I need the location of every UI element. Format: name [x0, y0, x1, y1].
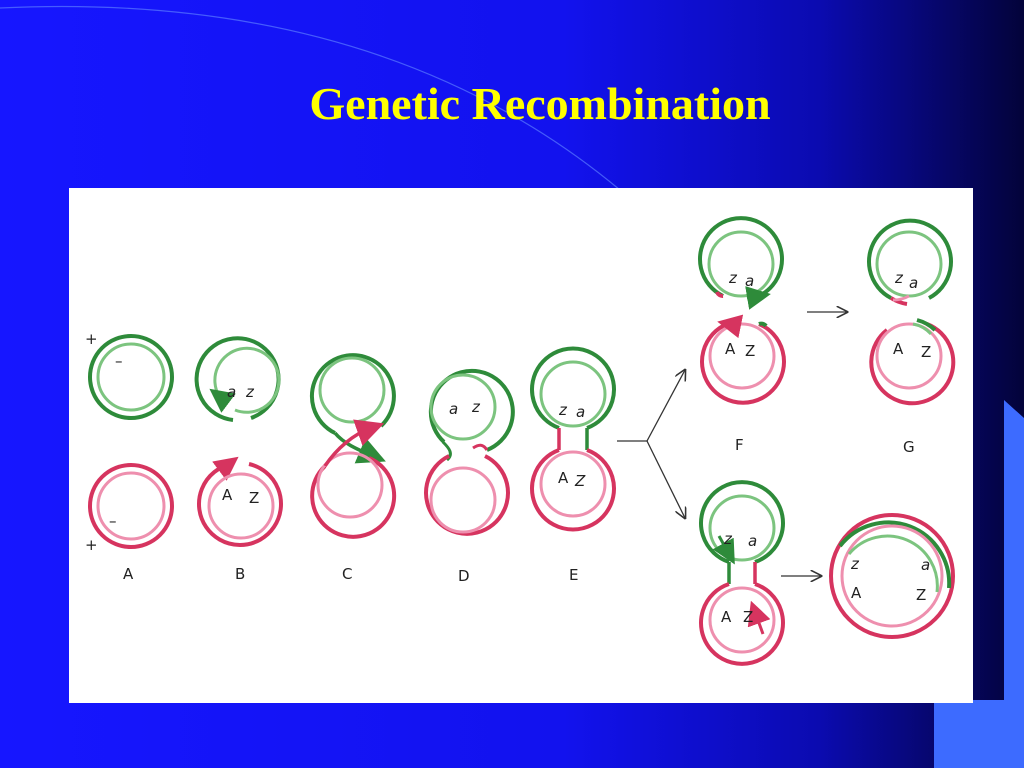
stage-label-d: D	[458, 567, 470, 585]
stage-e: z a A Z E	[530, 346, 616, 584]
minus-sign-bottom: –	[109, 512, 117, 530]
recombination-diagram: + – – + A a z A Z B	[85, 216, 956, 666]
gene-A-merged: A	[851, 584, 862, 602]
gene-z-g: z	[894, 269, 904, 287]
gene-Z-f: Z	[745, 342, 755, 360]
gene-a-lower: a	[748, 532, 757, 550]
stage-b: a z A Z B	[194, 336, 283, 583]
gene-A-f: A	[725, 340, 736, 358]
gene-z-f: z	[728, 269, 738, 287]
plus-sign-bottom: +	[85, 536, 98, 554]
stage-f: z a A Z F	[698, 216, 786, 454]
plus-sign-top: +	[85, 330, 98, 348]
gene-z-e: z	[558, 401, 568, 419]
gene-z-lower: z	[723, 530, 733, 548]
diagram-panel: + – – + A a z A Z B	[69, 188, 973, 703]
gene-A-b: A	[222, 486, 233, 504]
stage-label-b: B	[235, 565, 245, 583]
gene-Z-lower: Z	[743, 608, 753, 626]
stage-lower-intermediate: z a A Z	[699, 480, 785, 666]
stage-label-a: A	[123, 565, 134, 583]
gene-Z-g: Z	[921, 343, 931, 361]
gene-z-d: z	[471, 398, 481, 416]
stage-c: C	[309, 353, 397, 583]
gene-a-e: a	[576, 403, 585, 421]
gene-Z-e: Z	[574, 472, 586, 490]
gene-z-b: z	[245, 383, 255, 401]
slide-title: Genetic Recombination	[309, 78, 771, 129]
stage-merged: z a A Z	[829, 513, 955, 639]
stage-d: a z D	[424, 368, 515, 585]
gene-A-lower: A	[721, 608, 732, 626]
gene-a-f: a	[745, 272, 754, 290]
gene-a-merged: a	[921, 556, 930, 574]
stage-label-g: G	[903, 438, 915, 456]
branch-arrows	[617, 370, 685, 518]
minus-sign-top: –	[115, 352, 123, 370]
stage-label-e: E	[569, 566, 578, 584]
stage-a: + – – + A	[85, 330, 174, 583]
gene-Z-b: Z	[249, 489, 259, 507]
gene-a-b: a	[227, 383, 236, 401]
stage-g: z a A Z G	[867, 218, 956, 456]
gene-A-g: A	[893, 340, 904, 358]
gene-A-e: A	[558, 469, 569, 487]
gene-a-d: a	[449, 400, 458, 418]
stage-label-f: F	[735, 436, 744, 454]
gene-a-g: a	[909, 274, 918, 292]
stage-label-c: C	[342, 565, 352, 583]
right-accent-shape	[934, 400, 1024, 768]
gene-Z-merged: Z	[916, 586, 926, 604]
gene-z-merged: z	[850, 555, 860, 573]
